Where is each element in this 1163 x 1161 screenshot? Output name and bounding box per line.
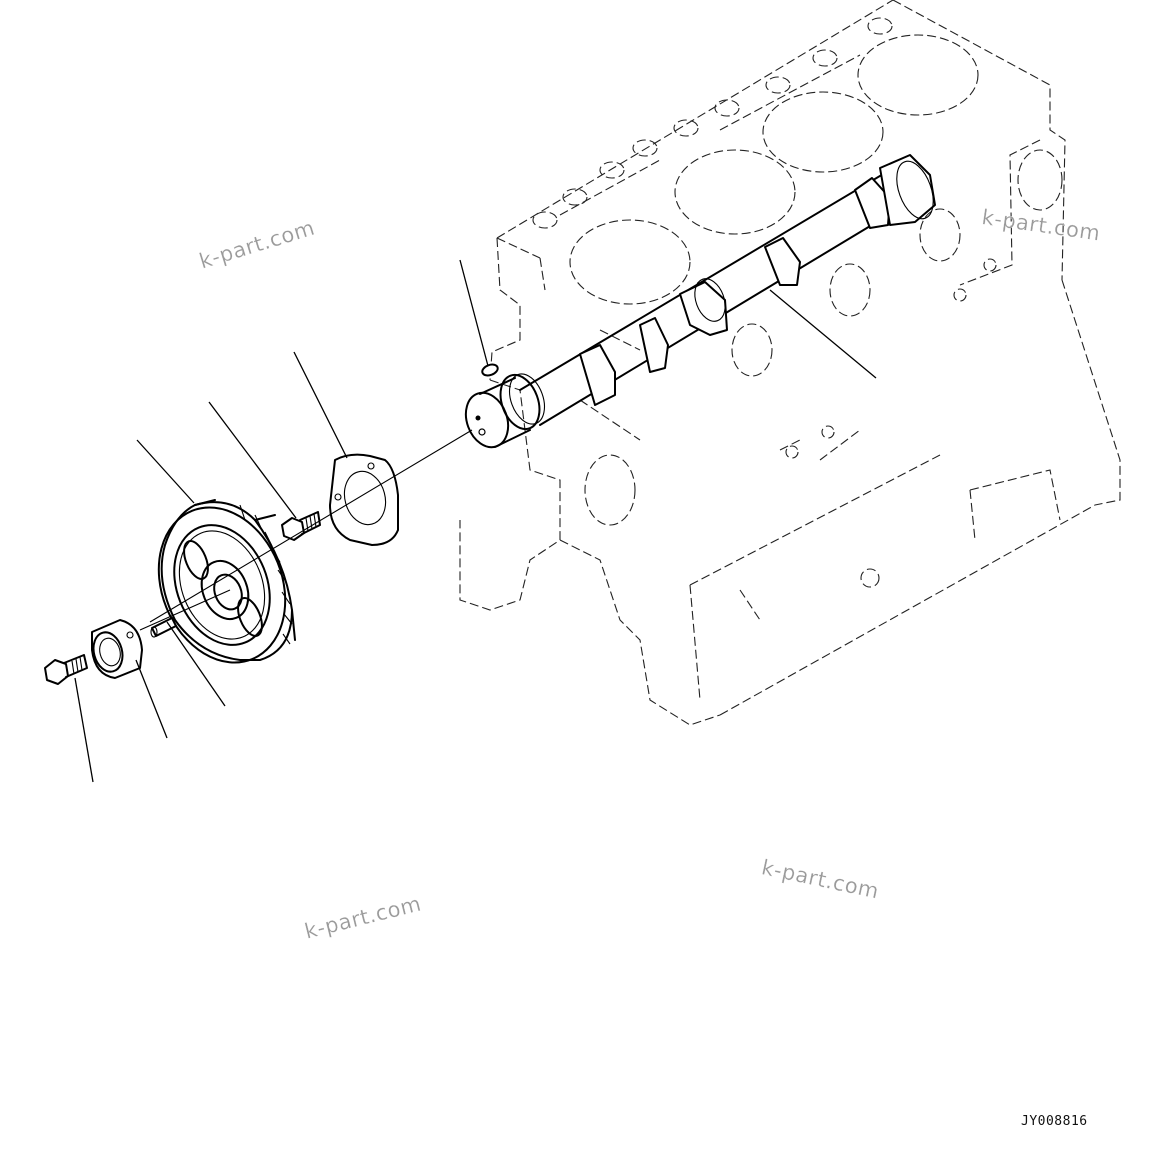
- figure-code: JY008816: [1021, 1114, 1088, 1129]
- leader-lines: [74, 259, 877, 783]
- thrust-plate-bolt: [281, 511, 321, 541]
- woodruff-key: [481, 363, 499, 377]
- leader-thrust-plate: [293, 351, 348, 459]
- cylinder-block: [459, 0, 1121, 726]
- leader-camshaft: [769, 289, 877, 379]
- leader-woodruff-key: [459, 259, 489, 367]
- leader-dowel-pin: [166, 621, 226, 707]
- gear-bolt: [44, 654, 88, 685]
- leader-gear-hub-collar: [135, 659, 168, 739]
- thrust-plate: [329, 453, 399, 546]
- leader-gear-bolt: [74, 677, 94, 783]
- gear-hub-collar: [91, 619, 143, 679]
- leader-camshaft-gear: [136, 439, 195, 504]
- camshaft: [464, 154, 936, 449]
- leader-thrust-plate-bolt: [208, 401, 297, 519]
- camshaft-gear: [157, 499, 296, 664]
- assembly-axis-line: [139, 429, 473, 631]
- dowel-pin: [150, 617, 177, 638]
